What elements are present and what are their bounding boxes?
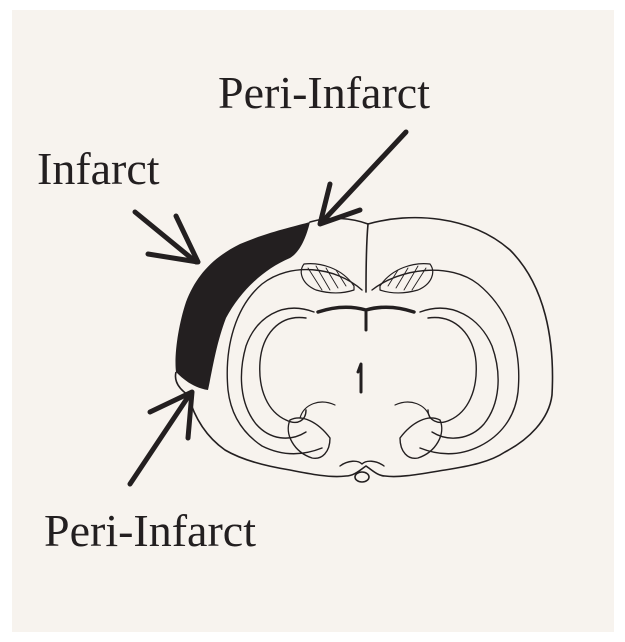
lower-loop-right: [395, 402, 430, 418]
inner-cortex-boundary-left: [227, 270, 362, 454]
hippocampus-right: [428, 318, 476, 423]
label-peri-infarct-top: Peri-Infarct: [218, 70, 430, 116]
striatum-right: [380, 264, 433, 293]
midline-fissure: [366, 224, 368, 292]
base-ellipse: [355, 472, 369, 482]
central-mark: [358, 364, 361, 392]
arrow-peri-infarct-top: [322, 132, 406, 222]
hippocampus-left: [260, 318, 306, 423]
label-peri-infarct-bottom: Peri-Infarct: [44, 508, 256, 554]
base-notch: [340, 461, 384, 466]
label-infarct: Infarct: [37, 146, 160, 192]
